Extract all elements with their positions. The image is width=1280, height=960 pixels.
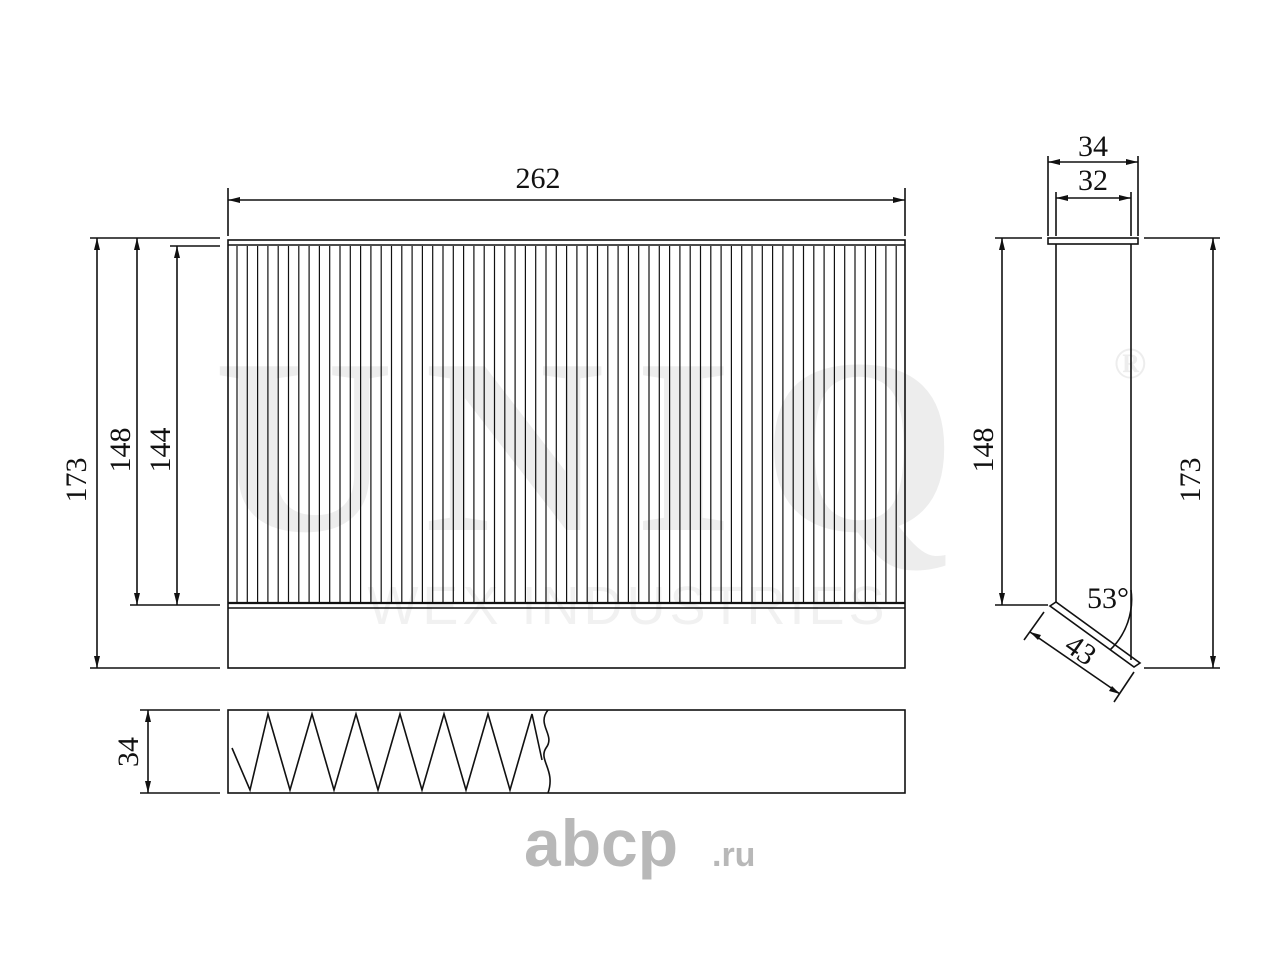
brand-suffix: .ru: [712, 836, 755, 874]
side-dim43-label: 43: [1059, 628, 1103, 672]
dim-173-arrow-top: [94, 238, 100, 250]
bottom-view: 34: [112, 709, 906, 794]
dim-width-label: 262: [516, 162, 561, 195]
front-view: [227, 239, 906, 669]
bottom-dim-arrow-top: [145, 710, 151, 722]
dim-173-label: 173: [60, 458, 93, 503]
dim-144-arrow-top: [174, 246, 180, 258]
side-dim43-ext-bottom: [1113, 671, 1135, 703]
side-dim32-arrow-left: [1056, 195, 1068, 201]
bottom-view-break-line: [543, 709, 551, 794]
side-dim34-label: 34: [1078, 130, 1108, 163]
side-dim173-arrow-top: [1210, 238, 1216, 250]
dim-144-arrow-bottom: [174, 593, 180, 605]
bottom-dim-arrow-bottom: [145, 781, 151, 793]
side-dim173-label: 173: [1174, 458, 1207, 503]
dim-173-arrow-bottom: [94, 656, 100, 668]
bottom-view-zigzag: [231, 710, 543, 793]
side-dim34-arrow-left: [1048, 159, 1060, 165]
side-dim32-label: 32: [1078, 164, 1108, 197]
side-dim148-arrow-bottom: [999, 593, 1005, 605]
dim-144-label: 144: [144, 428, 177, 473]
side-dim148-arrow-top: [999, 238, 1005, 250]
side-dim43-arrow-top: [1030, 632, 1041, 640]
side-dim43-ext-top: [1023, 611, 1045, 641]
side-dim43-arrow-bottom: [1109, 686, 1120, 694]
dim-front-width: 262: [227, 162, 906, 236]
brand-logo: abcp .ru: [524, 806, 755, 880]
dim-width-arrow-left: [228, 197, 240, 203]
dim-front-heights: 173 148 144: [60, 237, 220, 669]
side-dim148-label: 148: [967, 428, 1000, 473]
side-dim32-arrow-right: [1119, 195, 1131, 201]
bottom-view-frame: [227, 709, 906, 794]
side-dim34-arrow-right: [1126, 159, 1138, 165]
dim-width-arrow-right: [893, 197, 905, 203]
watermark-logo: UNIQ: [214, 308, 987, 585]
side-dim173-arrow-bottom: [1210, 656, 1216, 668]
side-dim43-line: [1029, 631, 1121, 695]
watermark: UNIQ ® WEX INDUSTRIES: [214, 308, 1147, 636]
front-pleat-lines: [236, 246, 897, 603]
dim-148-label: 148: [104, 428, 137, 473]
side-slanted-foot: [1048, 601, 1142, 668]
bottom-dim-label: 34: [112, 737, 145, 767]
side-top-cap: [1047, 237, 1139, 245]
side-angle-label: 53°: [1087, 582, 1129, 615]
side-view: 34 32 148 173 53° 43: [967, 130, 1220, 703]
brand-name: abcp: [524, 806, 678, 880]
side-angle-arc: [1109, 589, 1133, 651]
dim-148-arrow-top: [134, 238, 140, 250]
dim-148-arrow-bottom: [134, 593, 140, 605]
front-outer-frame: [227, 239, 906, 669]
watermark-registered-mark: ®: [1114, 339, 1147, 388]
